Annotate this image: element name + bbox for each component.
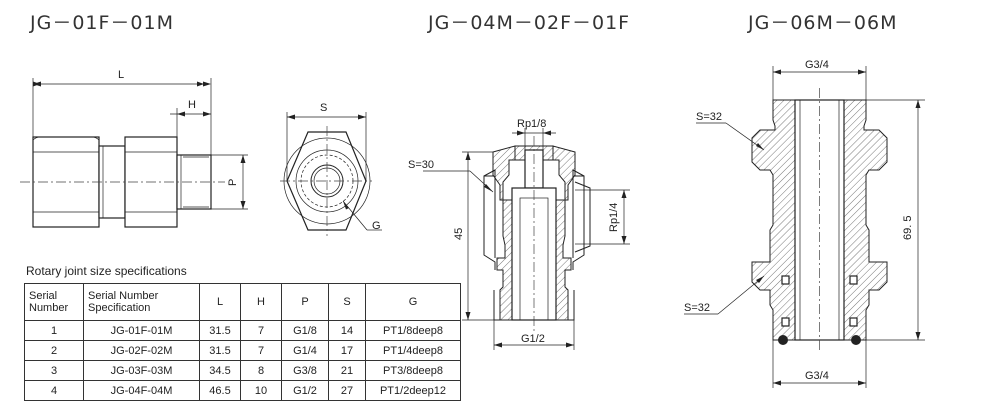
header-serial-spec-line2: Specification [88, 302, 151, 314]
cell-L: 31.5 [199, 340, 241, 361]
cell-H: 10 [240, 380, 282, 401]
cell-S: 17 [328, 340, 366, 361]
header-serial-number: Serial Number [24, 283, 84, 321]
table-row: 1 JG-01F-01M 31.5 7 G1/8 14 PT1/8deep8 [24, 320, 461, 341]
cell-H: 8 [240, 360, 282, 381]
header-serial-number-line2: Number [29, 302, 69, 314]
spec-table: Serial Number Serial Number Specificatio… [24, 283, 461, 401]
table-header-row: Serial Number Serial Number Specificatio… [24, 283, 461, 321]
dim-rp18: Rp1/8 [517, 118, 546, 130]
cell-no: 4 [24, 380, 84, 401]
cell-G: PT3/8deep8 [365, 360, 461, 381]
cell-S: 27 [328, 380, 366, 401]
cell-L: 34.5 [199, 360, 241, 381]
dim-g34-top: G3/4 [805, 59, 829, 71]
cell-no: 2 [24, 340, 84, 361]
cell-spec: JG-02F-02M [83, 340, 200, 361]
part3-section-view: G3/4 G3/4 S=32 S=32 69. 5 [684, 59, 925, 388]
header-L: L [199, 283, 241, 321]
header-H: H [240, 283, 282, 321]
cell-spec: JG-04F-04M [83, 380, 200, 401]
dim-s30: S=30 [408, 159, 434, 171]
cell-L: 46.5 [199, 380, 241, 401]
header-P: P [281, 283, 329, 321]
cell-P: G1/2 [281, 380, 329, 401]
cell-P: G1/4 [281, 340, 329, 361]
dim-695: 69. 5 [902, 216, 914, 240]
part2-title: JG－04M－02F－01F [427, 12, 630, 34]
cell-L: 31.5 [199, 320, 241, 341]
part1-title: JG－01F－01M [29, 12, 174, 34]
header-S: S [328, 283, 366, 321]
dim-P: P [227, 179, 239, 186]
header-serial-spec: Serial Number Specification [83, 283, 200, 321]
dim-G: G [372, 220, 381, 232]
cell-S: 21 [328, 360, 366, 381]
cell-H: 7 [240, 320, 282, 341]
cell-P: G1/8 [281, 320, 329, 341]
dim-g34-bottom: G3/4 [805, 370, 829, 382]
dim-L: L [118, 69, 124, 81]
header-serial-number-line1: Serial [29, 290, 58, 302]
table-row: 4 JG-04F-04M 46.5 10 G1/2 27 PT1/2deep12 [24, 380, 461, 401]
cell-P: G3/8 [281, 360, 329, 381]
dim-s32-top: S=32 [696, 111, 722, 123]
table-row: 2 JG-02F-02M 31.5 7 G1/4 17 PT1/4deep8 [24, 340, 461, 361]
dim-45: 45 [453, 228, 465, 240]
cell-spec: JG-01F-01M [83, 320, 200, 341]
part3-title: JG－06M－06M [747, 12, 897, 34]
part1-end-view: S G [280, 102, 382, 236]
part1-side-view: L H P [20, 69, 248, 228]
cell-H: 7 [240, 340, 282, 361]
cell-G: PT1/4deep8 [365, 340, 461, 361]
cell-G: PT1/8deep8 [365, 320, 461, 341]
header-serial-spec-line1: Serial Number [88, 290, 159, 302]
dim-s32-bottom: S=32 [684, 302, 710, 314]
cell-G: PT1/2deep12 [365, 380, 461, 401]
cell-S: 14 [328, 320, 366, 341]
dim-H: H [188, 99, 196, 111]
dim-S: S [320, 102, 327, 114]
table-caption: Rotary joint size specifications [26, 264, 187, 278]
cell-no: 1 [24, 320, 84, 341]
part2-section-view: Rp1/8 S=30 45 Rp1/4 G1/2 [408, 118, 630, 350]
table-row: 3 JG-03F-03M 34.5 8 G3/8 21 PT3/8deep8 [24, 360, 461, 381]
header-G: G [365, 283, 461, 321]
dim-g12: G1/2 [521, 333, 545, 345]
cell-spec: JG-03F-03M [83, 360, 200, 381]
dim-rp14: Rp1/4 [608, 203, 620, 232]
cell-no: 3 [24, 360, 84, 381]
